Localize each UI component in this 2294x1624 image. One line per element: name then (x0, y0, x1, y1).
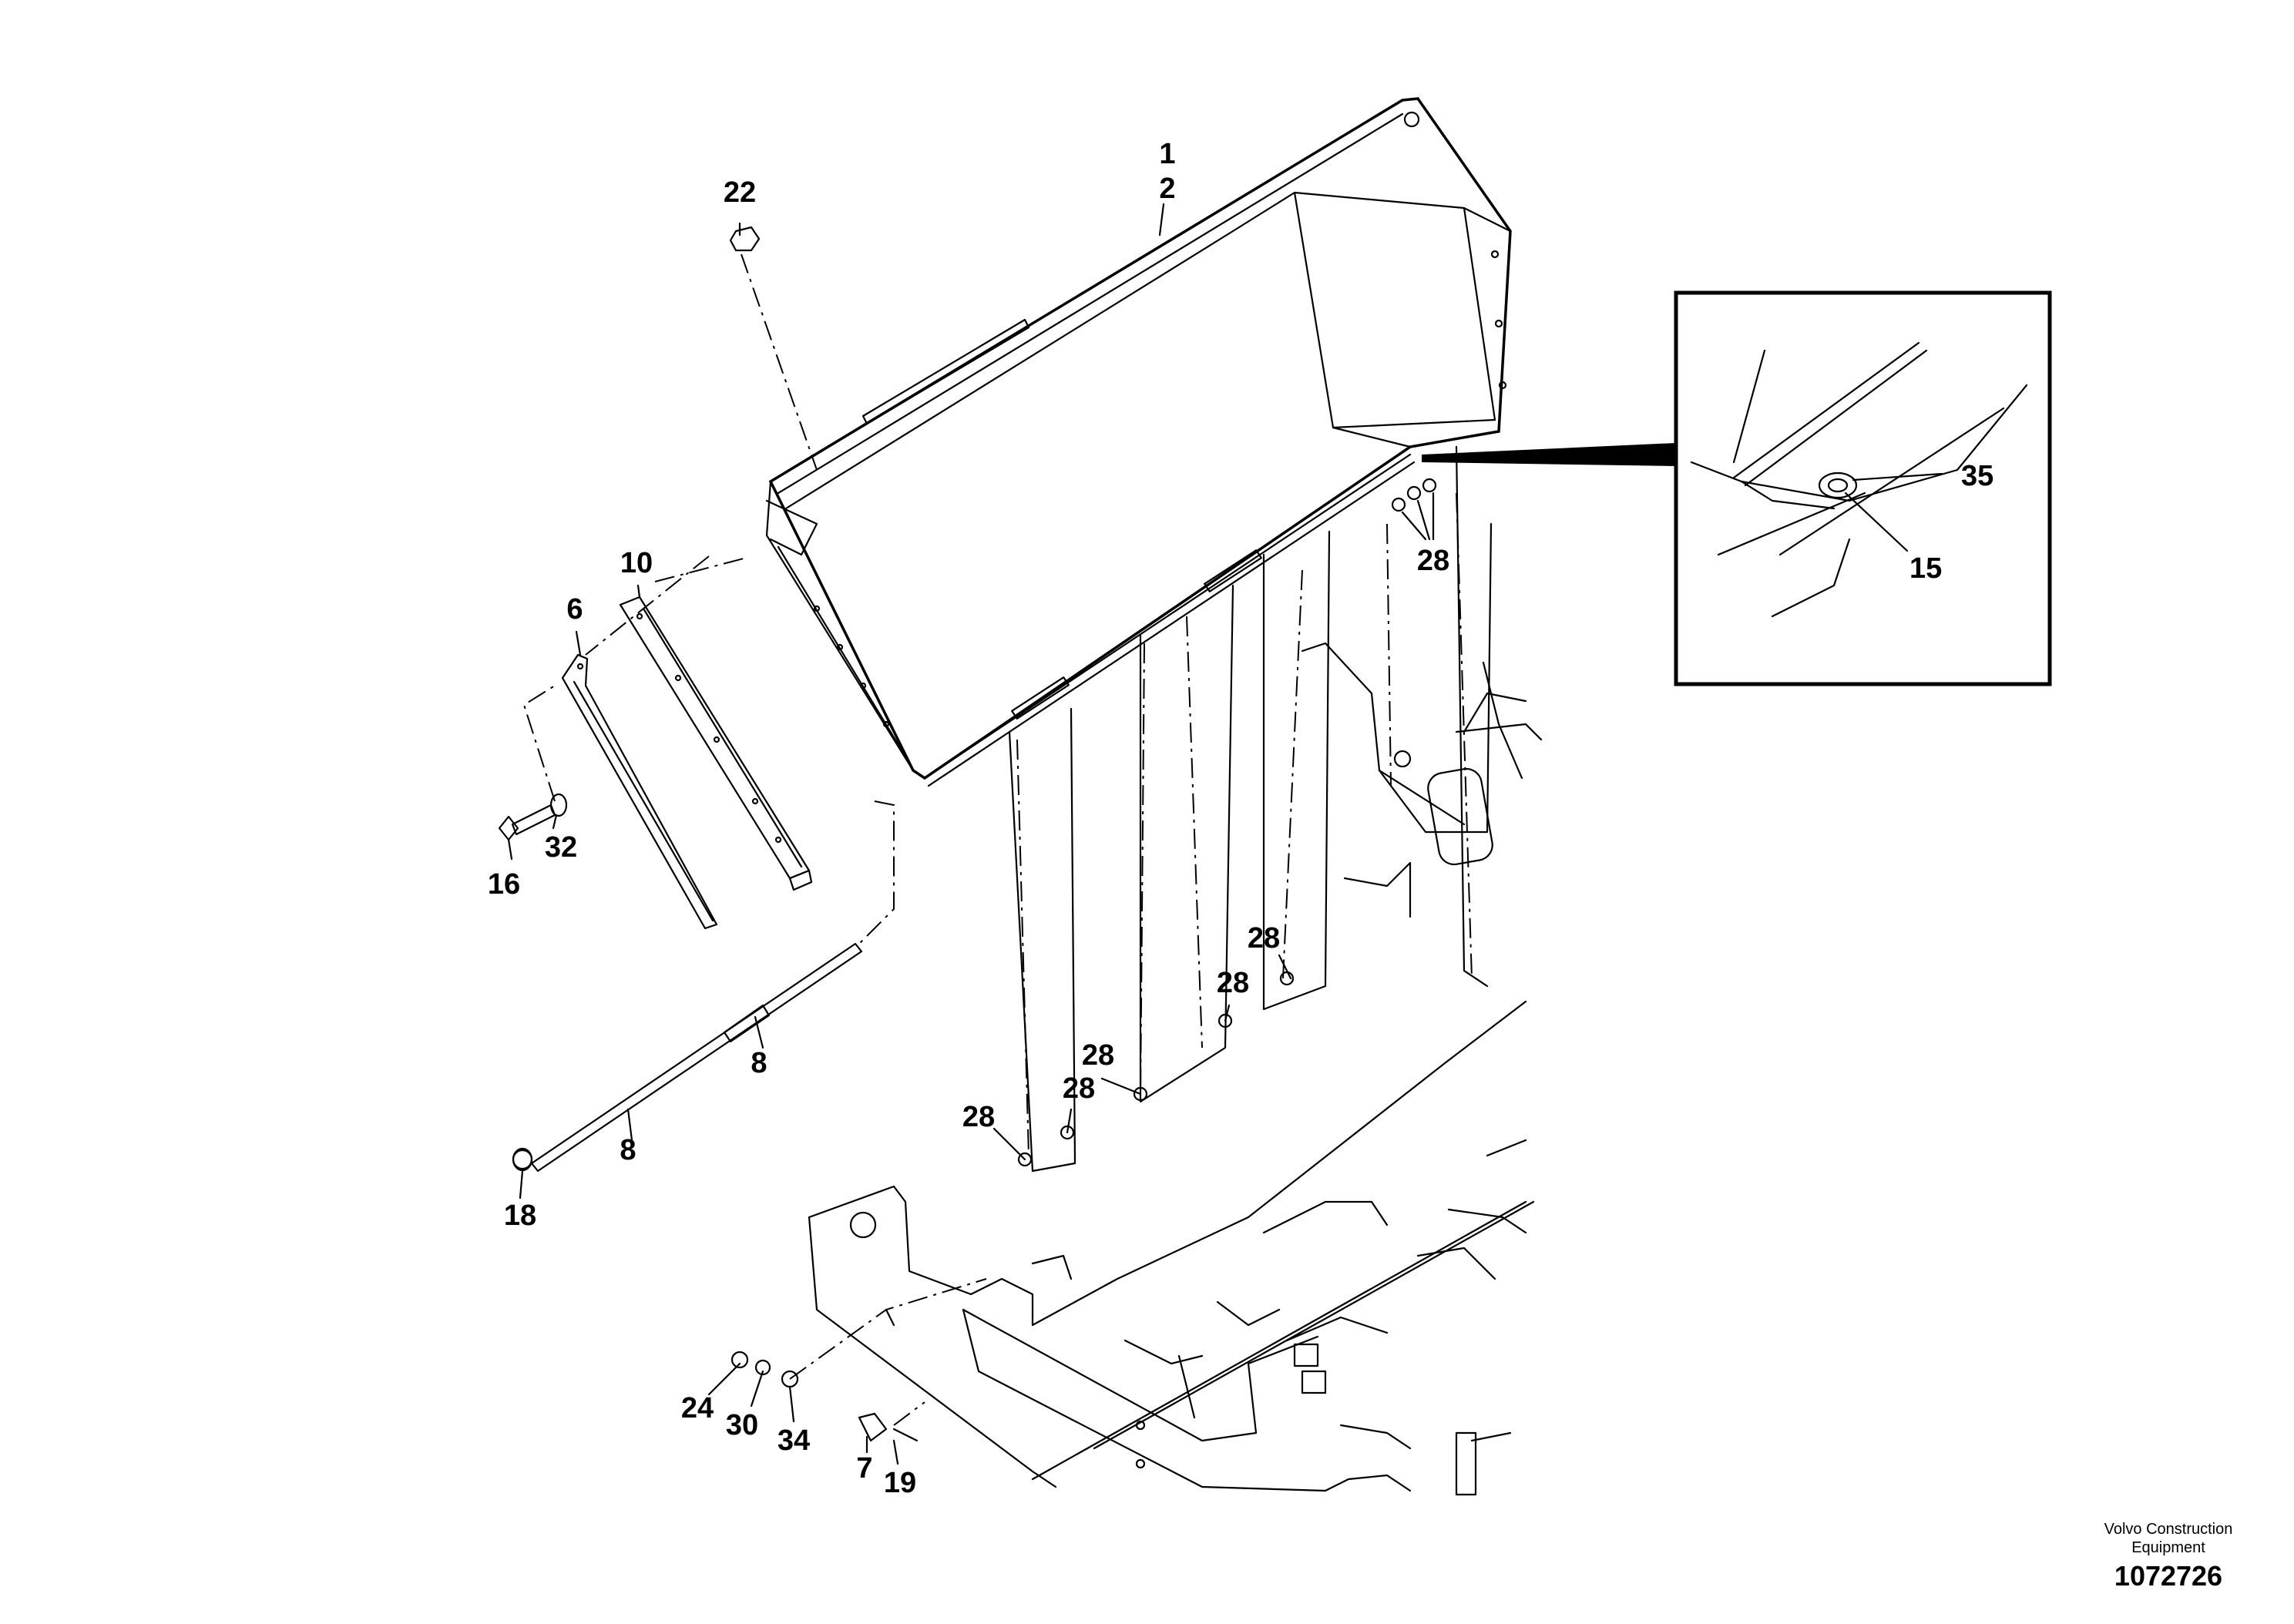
leader-lines (507, 203, 1435, 1465)
base-frame (808, 1000, 1535, 1496)
callout-35: 35 (1961, 460, 1993, 492)
drawing-number: 1072726 (2114, 1560, 2223, 1592)
callout-16: 16 (488, 868, 520, 901)
callout-8-upper: 8 (751, 1047, 767, 1079)
callout-7: 7 (856, 1452, 872, 1485)
bolt-16 (498, 793, 568, 841)
callout-labels: 1 2 22 10 6 32 16 8 8 18 28 28 28 28 28 … (488, 138, 1993, 1499)
callout-15: 15 (1909, 552, 1942, 585)
callout-28-c: 28 (1082, 1039, 1114, 1072)
callout-30: 30 (726, 1409, 758, 1441)
nut-22 (729, 226, 761, 252)
callout-10: 10 (620, 547, 653, 579)
callout-28-top: 28 (1417, 545, 1449, 577)
detail-inset (1422, 290, 2052, 686)
mounting-bracket (561, 653, 718, 930)
washer-nut-stack (731, 1351, 919, 1442)
assembly-lines (522, 253, 1473, 1426)
callout-28-d: 28 (1217, 967, 1249, 999)
manufacturer-credit: Volvo Construction Equipment (2104, 1521, 2233, 1556)
callout-28-e: 28 (1248, 922, 1280, 955)
callout-22: 22 (724, 176, 756, 209)
callout-24: 24 (681, 1392, 714, 1424)
callout-18: 18 (504, 1200, 536, 1232)
callout-32: 32 (545, 831, 577, 864)
main-cover-panel (765, 97, 1512, 787)
hinge-rod (512, 942, 863, 1173)
callout-19: 19 (884, 1467, 916, 1499)
callout-34: 34 (778, 1424, 810, 1457)
bolt-18 (512, 1147, 533, 1172)
callout-6: 6 (566, 593, 583, 626)
callout-28-a: 28 (962, 1101, 995, 1133)
callout-2: 2 (1159, 173, 1175, 205)
side-plate (619, 596, 813, 891)
callout-28-b: 28 (1063, 1072, 1095, 1105)
callout-8-lower: 8 (620, 1134, 636, 1166)
callout-1: 1 (1159, 138, 1175, 170)
